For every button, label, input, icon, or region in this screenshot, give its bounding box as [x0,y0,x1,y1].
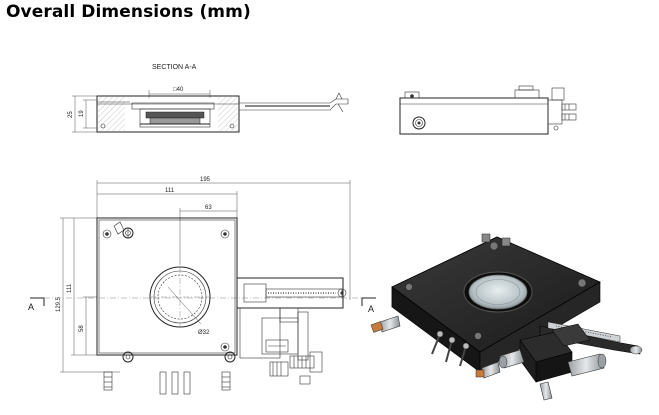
page-title: Overall Dimensions (mm) [6,2,251,22]
dim-center-offset-label: 63 [205,205,212,211]
bottom-adjuster-icon [122,351,134,363]
top-plate [96,217,238,356]
side-arm [236,277,347,309]
dim-overall-height-label: 129.5 [56,296,62,312]
micrometer-stage [239,307,323,385]
dim-plate-height-label: 111 [67,283,73,293]
dim-diameter-label: Ø32 [198,330,210,336]
side-view [399,85,577,135]
adjuster-knob-icon [113,221,134,239]
height-outer-label: 25 [68,111,74,118]
section-hatch-left [98,97,125,131]
dim-overall-width-label: 195 [200,177,211,183]
render-3d [370,233,643,401]
side-knob-icon [412,116,426,130]
height-inner-label: 19 [79,110,85,117]
corner-screw-icon [102,229,230,352]
section-marker-right [361,297,376,306]
section-mechanism [139,108,211,128]
section-marker-left-label: A [28,302,34,312]
dim-plate-width-label: 111 [165,188,175,194]
section-arm [238,98,349,111]
section-label: SECTION A-A [152,64,197,71]
dim-lower-label: 58 [79,325,85,332]
top-view: 195 111 63 129.5 111 58 A A [28,177,376,395]
section-view: SECTION A-A □40 25 19 [68,64,349,133]
section-marker-right-label: A [368,304,374,314]
bottom-fittings [103,371,231,395]
render-aperture-glass [468,274,528,310]
aperture-dimension-label: □40 [173,87,184,93]
section-body [96,95,240,133]
section-hatch-right [218,97,238,131]
